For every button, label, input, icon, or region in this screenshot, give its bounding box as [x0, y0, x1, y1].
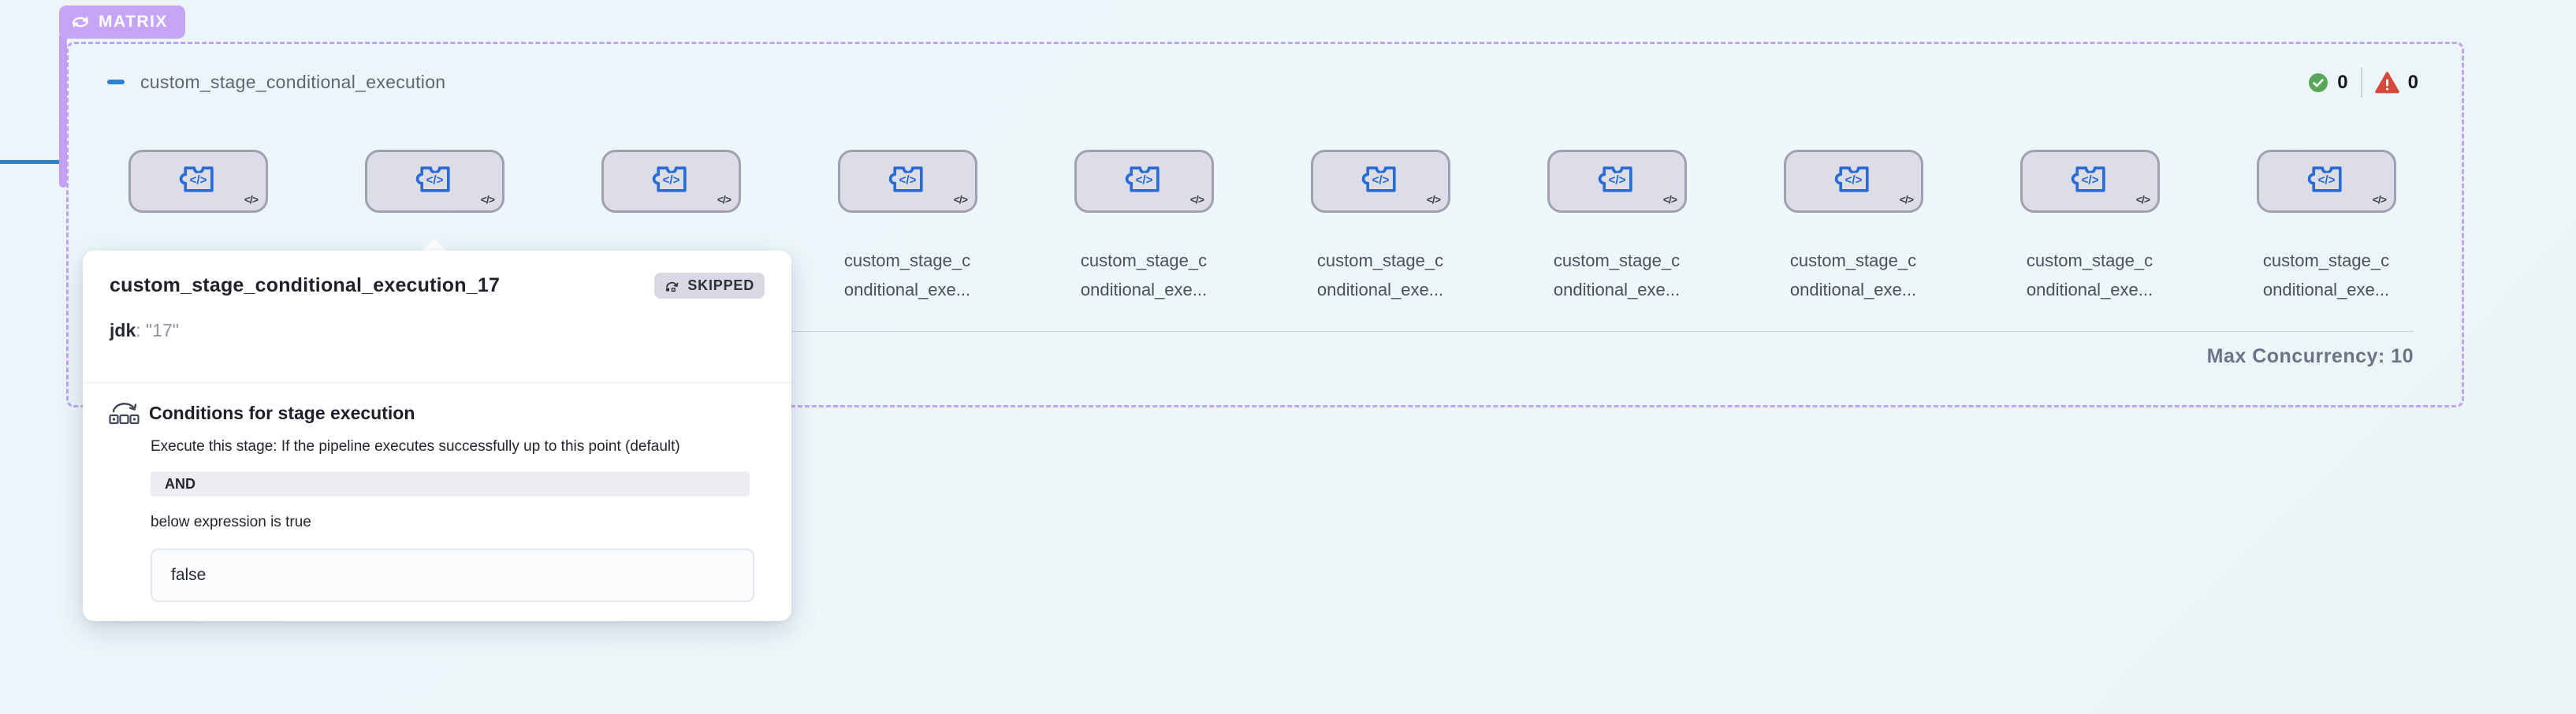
plugin-stage-icon: </> [1597, 161, 1638, 202]
max-concurrency-label: Max Concurrency: 10 [2206, 345, 2414, 367]
status-divider [2360, 68, 2362, 98]
svg-text:</>: </> [2317, 174, 2335, 188]
stage-node-4[interactable]: </> </> [838, 150, 977, 213]
svg-text:</>: </> [1135, 174, 1152, 188]
expression-value-box: false [151, 549, 754, 602]
plugin-stage-icon: </> [1124, 161, 1165, 202]
param-value: : "17" [136, 320, 179, 340]
matrix-group-container [66, 42, 2464, 407]
plugin-stage-icon: </> [1361, 161, 1402, 202]
operator-bar: AND [151, 471, 750, 496]
svg-text:</>: </> [662, 174, 679, 188]
svg-text:</>: </> [2081, 174, 2098, 188]
pipeline-connector-line [0, 160, 60, 164]
skipped-icon [664, 279, 681, 292]
status-badge: SKIPPED [654, 273, 765, 299]
plugin-stage-icon: </> [888, 161, 929, 202]
warning-icon [2374, 72, 2399, 94]
plugin-stage-icon: </> [1833, 161, 1874, 202]
matrix-badge[interactable]: MATRIX [59, 6, 185, 39]
code-glyph: </> [717, 193, 731, 206]
svg-text:</>: </> [426, 174, 443, 188]
plugin-stage-icon: </> [415, 161, 456, 202]
code-glyph: </> [2372, 193, 2387, 206]
svg-text:</>: </> [1845, 174, 1862, 188]
status-badge-label: SKIPPED [687, 277, 754, 293]
stage-node-5[interactable]: </> </> [1074, 150, 1214, 213]
stage-node-1[interactable]: </> </> [128, 150, 268, 213]
status-counts: 0 0 [2308, 68, 2418, 98]
stage-node-8[interactable]: </> </> [1784, 150, 1923, 213]
expression-hint: below expression is true [151, 514, 311, 530]
failed-count: 0 [2407, 72, 2418, 93]
stage-node-9[interactable]: </> </> [2020, 150, 2160, 213]
conditional-execution-icon [109, 400, 140, 431]
tooltip-box: custom_stage_conditional_execution_17 SK… [83, 251, 791, 621]
svg-text:</>: </> [1372, 174, 1389, 188]
plugin-stage-icon: </> [651, 161, 692, 202]
success-icon [2308, 73, 2328, 93]
svg-text:</>: </> [1608, 174, 1625, 188]
code-glyph: </> [244, 193, 259, 206]
code-glyph: </> [1662, 193, 1677, 206]
matrix-param-row: jdk: "17" [110, 320, 179, 341]
stage-node-6[interactable]: </> </> [1311, 150, 1450, 213]
success-count: 0 [2337, 72, 2348, 93]
collapse-group-button[interactable] [107, 80, 125, 84]
svg-text:</>: </> [189, 174, 207, 188]
tooltip-stage-title: custom_stage_conditional_execution_17 [110, 274, 501, 296]
matrix-badge-label: MATRIX [99, 13, 168, 31]
stage-node-2[interactable]: </> </> [365, 150, 504, 213]
labels-divider [792, 331, 2414, 332]
code-glyph: </> [2135, 193, 2150, 206]
stage-node-10[interactable]: </> </> [2257, 150, 2396, 213]
matrix-loop-icon [70, 13, 91, 32]
plugin-stage-icon: </> [2306, 161, 2347, 202]
stage-tooltip: custom_stage_conditional_execution_17 SK… [83, 238, 791, 621]
code-glyph: </> [1189, 193, 1204, 206]
code-glyph: </> [480, 193, 495, 206]
tooltip-divider [83, 382, 791, 383]
svg-text:</>: </> [899, 174, 916, 188]
plugin-stage-icon: </> [178, 161, 219, 202]
group-title: custom_stage_conditional_execution [140, 72, 446, 92]
plugin-stage-icon: </> [2070, 161, 2111, 202]
code-glyph: </> [953, 193, 968, 206]
conditions-description: Execute this stage: If the pipeline exec… [151, 438, 680, 455]
code-glyph: </> [1426, 193, 1441, 206]
code-glyph: </> [1899, 193, 1914, 206]
param-key: jdk [110, 320, 136, 340]
matrix-spine [59, 35, 67, 188]
conditions-title: Conditions for stage execution [149, 403, 415, 423]
stage-node-7[interactable]: </> </> [1547, 150, 1687, 213]
stage-node-3[interactable]: </> </> [601, 150, 741, 213]
